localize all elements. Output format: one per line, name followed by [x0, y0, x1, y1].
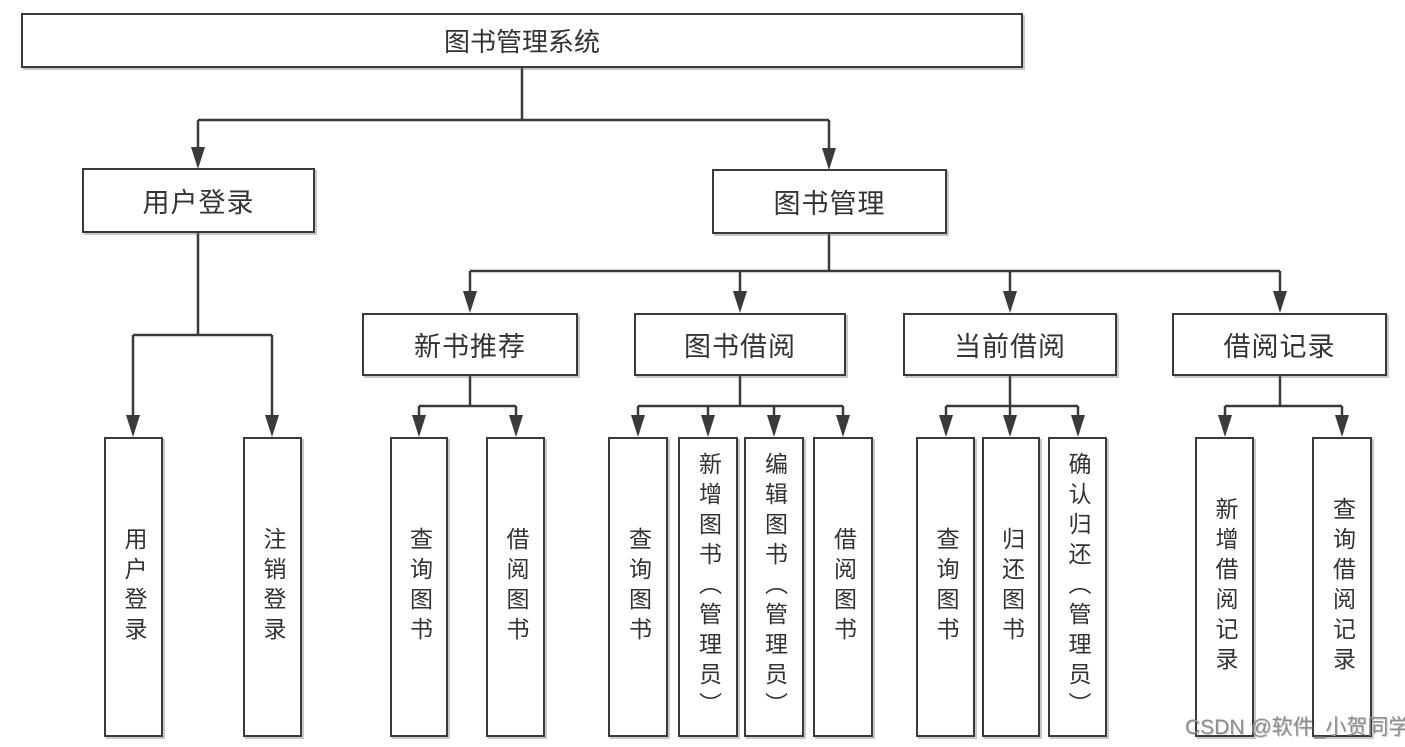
- node-borrow-records-label: 借阅记录: [1223, 332, 1336, 362]
- leaf-logout-label: 注销登录: [260, 527, 286, 647]
- leaf-borrow-books-recommend: 借阅图书: [486, 437, 545, 737]
- node-book-borrow-label: 图书借阅: [684, 332, 796, 362]
- leaf-edit-books-admin: 编辑图书（管理员）: [744, 437, 804, 737]
- node-current-borrow-label: 当前借阅: [954, 332, 1066, 362]
- connector-current-borrow-children: [939, 376, 1085, 437]
- leaf-query-books-borrow: 查询图书: [608, 437, 668, 737]
- leaf-add-borrow-record: 新增借阅记录: [1195, 437, 1254, 737]
- leaf-query-books-borrow-label: 查询图书: [625, 527, 652, 647]
- node-root-label: 图书管理系统: [443, 27, 600, 57]
- leaf-borrow-books-recommend-label: 借阅图书: [503, 527, 529, 647]
- leaf-confirm-return-admin-label: 确认归还（管理员）: [1065, 452, 1091, 722]
- leaf-return-books-label: 归还图书: [998, 527, 1025, 647]
- leaf-query-books-current-label: 查询图书: [933, 527, 959, 647]
- leaf-return-books: 归还图书: [982, 437, 1040, 737]
- leaf-borrow-books: 借阅图书: [813, 437, 873, 737]
- leaf-add-books-admin-label: 新增图书（管理员）: [695, 452, 722, 722]
- connector-new-book-recommend-children: [412, 376, 523, 437]
- leaf-user-login: 用户登录: [104, 437, 163, 737]
- leaf-query-borrow-record: 查询借阅记录: [1312, 437, 1372, 737]
- leaf-query-books-recommend-label: 查询图书: [406, 527, 433, 647]
- node-current-borrow: 当前借阅: [903, 313, 1117, 376]
- leaf-query-books-current: 查询图书: [916, 437, 975, 737]
- connector-book-borrow-children: [631, 376, 850, 437]
- node-user-login: 用户登录: [82, 168, 315, 233]
- node-borrow-records: 借阅记录: [1172, 313, 1387, 376]
- node-root-library-system: 图书管理系统: [21, 13, 1023, 68]
- leaf-edit-books-admin-label: 编辑图书（管理员）: [761, 452, 788, 722]
- leaf-logout: 注销登录: [243, 437, 302, 737]
- leaf-query-books-recommend: 查询图书: [390, 437, 448, 737]
- node-new-book-recommend: 新书推荐: [362, 313, 578, 376]
- connector-book-management-children: [463, 234, 1287, 313]
- node-book-management: 图书管理: [712, 169, 947, 234]
- leaf-query-borrow-record-label: 查询借阅记录: [1329, 497, 1356, 677]
- node-user-login-label: 用户登录: [142, 188, 255, 218]
- node-book-management-label: 图书管理: [773, 189, 886, 219]
- leaf-borrow-books-label: 借阅图书: [830, 527, 857, 647]
- leaf-confirm-return-admin: 确认归还（管理员）: [1048, 437, 1107, 737]
- connector-borrow-records-children: [1218, 376, 1349, 437]
- leaf-add-borrow-record-label: 新增借阅记录: [1212, 497, 1238, 677]
- leaf-add-books-admin: 新增图书（管理员）: [678, 437, 738, 737]
- node-book-borrow: 图书借阅: [634, 313, 846, 376]
- connector-root-to-level2: [191, 68, 836, 170]
- node-new-book-recommend-label: 新书推荐: [414, 332, 526, 362]
- csdn-watermark: CSDN @软件_小贺同学: [1185, 716, 1405, 739]
- leaf-user-login-label: 用户登录: [121, 527, 147, 647]
- connector-user-login-children: [126, 233, 279, 437]
